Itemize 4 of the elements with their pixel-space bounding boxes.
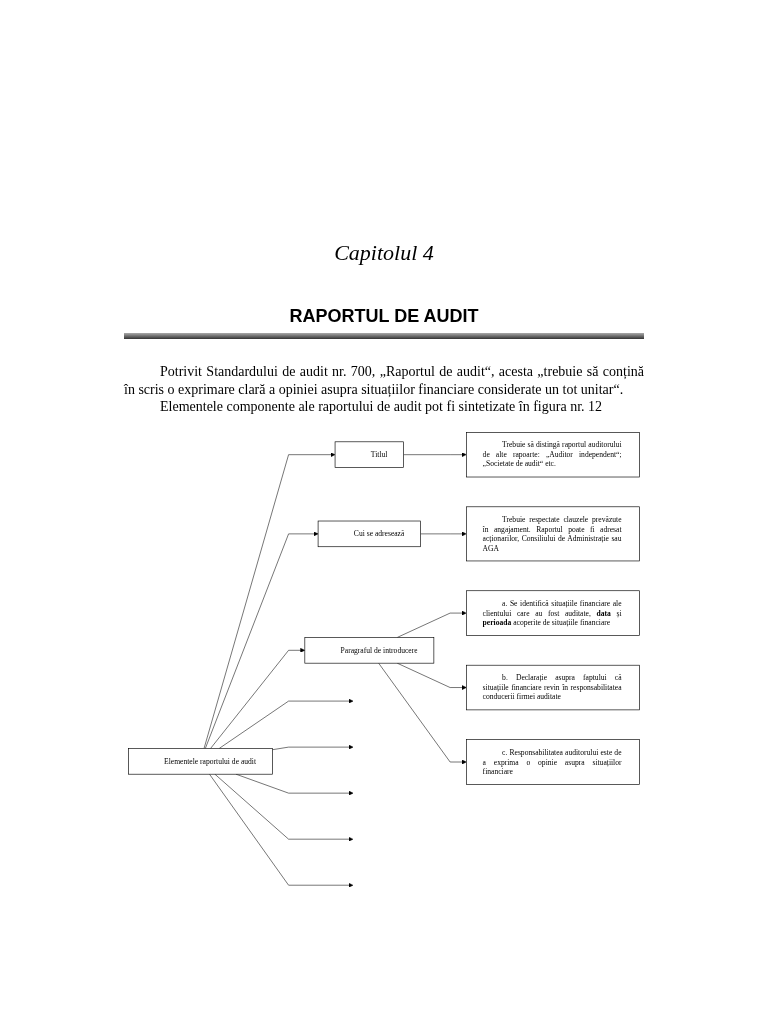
paragraph: Elementele componente ale raportului de audit pot fi sintetizate în figura nr. 12 (159, 398, 604, 416)
paragraph: Potrivit Standardului de audit nr. 700, „Raportul de audit“, acesta „trebuie să conțină în scris o exprimare clară a opiniei asupra situațiilor financiare considerate un tot unitar“. (124, 363, 644, 398)
chapter-heading: Capitolul 4 (333, 240, 435, 266)
title: RAPORTUL DE AUDIT (288, 306, 480, 327)
